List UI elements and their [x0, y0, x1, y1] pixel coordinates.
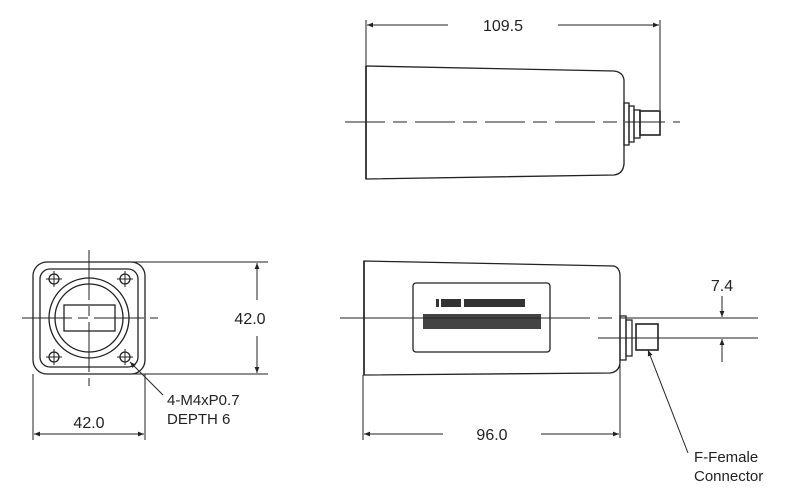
connector-callout: F-Female Connector [647, 349, 763, 485]
dimension-body-length: 96.0 [362, 362, 621, 444]
connector-note-line1: F-Female [694, 449, 758, 466]
height-label: 42.0 [234, 311, 265, 328]
hole-callout: 4-M4xP0.7 DEPTH 6 [129, 361, 240, 428]
top-view: 109.5 [345, 18, 680, 180]
body-length-label: 96.0 [476, 427, 507, 444]
barcode-label [423, 299, 541, 329]
offset-label: 7.4 [711, 278, 733, 295]
hole-note-line2: DEPTH 6 [167, 411, 230, 428]
end-view: 42.0 42.0 4-M4xP0.7 DEPTH 6 [22, 250, 268, 440]
dimension-overall-length: 109.5 [365, 18, 661, 110]
dimension-width: 42.0 [32, 374, 146, 440]
body-outline-top [365, 65, 625, 180]
overall-length-label: 109.5 [483, 18, 523, 35]
connector-top [623, 102, 661, 146]
width-label: 42.0 [73, 415, 104, 432]
side-view: 7.4 96.0 F-Female Connector [340, 260, 763, 485]
connector-note-line2: Connector [694, 468, 763, 485]
hole-note-line1: 4-M4xP0.7 [167, 392, 240, 409]
mounting-holes [46, 271, 133, 365]
dimension-height: 42.0 [128, 261, 268, 375]
dimension-offset: 7.4 [711, 278, 733, 362]
